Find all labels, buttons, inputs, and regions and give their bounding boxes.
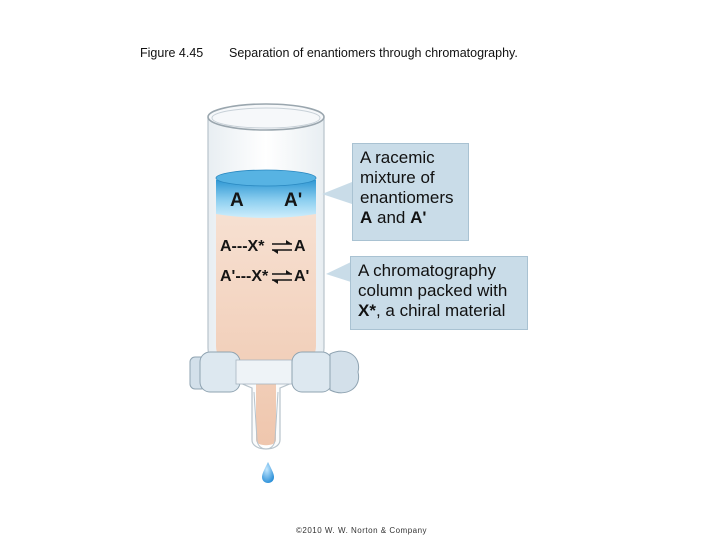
solvent-layer	[216, 180, 316, 218]
column-rim	[207, 103, 325, 131]
equilibrium-2-left: A'---X*	[220, 268, 269, 285]
racemic-and: and	[372, 208, 411, 227]
racemic-bold-a: A	[360, 208, 373, 227]
enantiomer-a-label: A	[230, 190, 244, 211]
racemic-bold-a-prime: A'	[410, 208, 427, 227]
racemic-line-1: A racemic	[360, 148, 435, 167]
racemic-line-2: mixture of	[360, 168, 435, 187]
column-callout: A chromatography column packed with X*, …	[350, 256, 528, 330]
callout-pointer-1	[322, 182, 352, 204]
racemic-line-4: A and A'	[360, 208, 461, 228]
equilibrium-arrows-2	[272, 270, 292, 284]
equilibrium-2-right: A'	[294, 268, 310, 285]
equilibrium-1-left: A---X*	[220, 238, 265, 255]
column-bold-x: X*	[358, 301, 376, 320]
equilibrium-1-right: A	[294, 238, 306, 255]
copyright-footer: ©2010 W. W. Norton & Company	[296, 526, 428, 535]
outlet-tip	[253, 391, 279, 450]
stopcock	[189, 350, 360, 394]
drop-icon	[262, 462, 274, 483]
callout-pointer-2	[326, 262, 351, 282]
figure-title: Separation of enantiomers through chroma…	[229, 46, 518, 60]
equilibrium-arrows-1	[272, 240, 292, 254]
column-line-3: X*, a chiral material	[358, 301, 520, 321]
column-line-2: column packed with	[358, 281, 508, 300]
racemic-mixture-callout: A racemic mixture of enantiomers A and A…	[352, 143, 469, 241]
solvent-surface	[215, 169, 317, 187]
enantiomer-a-prime-label: A'	[284, 190, 303, 211]
figure-number: Figure 4.45	[140, 46, 204, 60]
column-packing	[216, 196, 316, 446]
column-rest: , a chiral material	[375, 301, 506, 320]
racemic-line-3: enantiomers	[360, 188, 454, 207]
column-line-1: A chromatography	[358, 261, 496, 280]
